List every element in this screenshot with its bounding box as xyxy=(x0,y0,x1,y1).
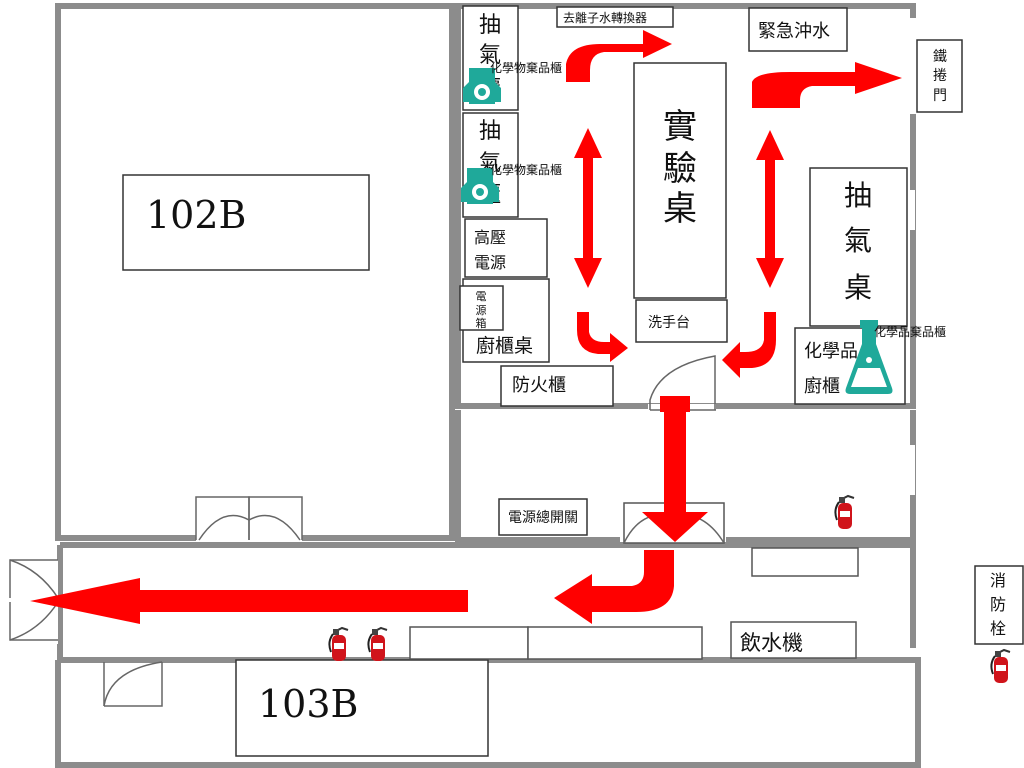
sink: 洗手台 xyxy=(635,299,728,343)
svg-text:驗: 驗 xyxy=(663,149,697,189)
power-box: 電 源 箱 xyxy=(459,285,504,331)
svg-text:電源: 電源 xyxy=(474,253,506,272)
svg-text:電: 電 xyxy=(476,290,487,303)
evac-arrow-corridor-turn xyxy=(554,550,674,624)
fire-extinguisher-icon xyxy=(328,627,349,662)
corridor-box xyxy=(751,547,859,577)
evac-arrow-right-double xyxy=(756,130,784,288)
fire-hydrant: 消 防 栓 xyxy=(974,565,1024,645)
fire-extinguisher-icon xyxy=(367,627,388,662)
chem-waste-label-1: 化學物棄品櫃 xyxy=(490,60,562,75)
high-voltage-power: 高壓 電源 xyxy=(464,218,548,278)
evac-arrow-upper-right xyxy=(752,62,902,108)
svg-text:鐵: 鐵 xyxy=(933,48,947,65)
water-dispenser: 飲水機 xyxy=(730,621,857,659)
room-102b-label: 102B xyxy=(146,193,246,237)
svg-text:高壓: 高壓 xyxy=(474,228,506,247)
svg-text:桌: 桌 xyxy=(844,271,872,304)
emergency-shower: 緊急沖水 xyxy=(748,7,848,52)
evac-arrow-lower-right xyxy=(722,312,776,378)
svg-text:栓: 栓 xyxy=(990,619,1006,638)
svg-text:洗手台: 洗手台 xyxy=(648,315,690,331)
corridor-bench xyxy=(527,626,703,660)
svg-text:氣: 氣 xyxy=(479,43,501,68)
svg-text:飲水機: 飲水機 xyxy=(740,631,803,655)
fire-extinguisher-icon xyxy=(834,495,855,530)
evac-arrow-down xyxy=(642,396,708,542)
svg-text:去離子水轉換器: 去離子水轉換器 xyxy=(563,11,647,25)
svg-text:抽: 抽 xyxy=(844,179,872,212)
fire-extinguisher-icon xyxy=(990,649,1011,684)
room-103b-label: 103B xyxy=(258,682,358,726)
corridor-bench xyxy=(409,626,529,660)
chem-cabinet-icon xyxy=(461,168,499,204)
svg-text:門: 門 xyxy=(933,88,947,104)
svg-text:廚櫃桌: 廚櫃桌 xyxy=(476,334,533,357)
room-102b: 102B xyxy=(55,3,455,542)
svg-text:防火櫃: 防火櫃 xyxy=(512,375,566,396)
svg-text:緊急沖水: 緊急沖水 xyxy=(758,21,830,42)
svg-text:桌: 桌 xyxy=(663,189,697,229)
svg-text:源: 源 xyxy=(476,303,487,317)
svg-text:抽: 抽 xyxy=(479,13,501,38)
svg-text:防: 防 xyxy=(990,595,1006,614)
fume-hood-desk: 抽 氣 桌 xyxy=(809,167,908,327)
flask-icon xyxy=(845,320,893,394)
svg-text:箱: 箱 xyxy=(476,316,487,330)
svg-text:實: 實 xyxy=(663,107,697,147)
svg-text:抽: 抽 xyxy=(479,119,501,144)
svg-text:捲: 捲 xyxy=(933,68,947,84)
chem-waste-label-2: 化學物棄品櫃 xyxy=(490,162,562,177)
rolling-door: 鐵 捲 門 xyxy=(916,39,963,113)
evac-arrow-lower-left xyxy=(577,312,628,362)
lab-bench: 實 驗 桌 xyxy=(633,62,727,299)
evac-arrow-upper-left xyxy=(566,30,672,82)
svg-text:電源總開關: 電源總開關 xyxy=(508,509,578,526)
svg-text:氣: 氣 xyxy=(844,224,872,257)
svg-text:廚櫃: 廚櫃 xyxy=(804,375,840,397)
evac-arrow-left-double xyxy=(574,128,602,288)
evac-arrow-exit-left xyxy=(30,578,468,624)
main-power-switch: 電源總開關 xyxy=(498,498,588,536)
chem-cabinet-icon xyxy=(463,68,501,104)
svg-text:消: 消 xyxy=(990,571,1006,590)
deionizer: 去離子水轉換器 xyxy=(556,6,674,28)
svg-text:化學品: 化學品 xyxy=(804,341,858,362)
room-103b: 103B xyxy=(103,659,489,757)
chem-storage-label: 化學品棄品櫃 xyxy=(874,324,946,339)
evacuation-arrows xyxy=(30,30,902,624)
fireproof-cabinet: 防火櫃 xyxy=(500,365,614,407)
